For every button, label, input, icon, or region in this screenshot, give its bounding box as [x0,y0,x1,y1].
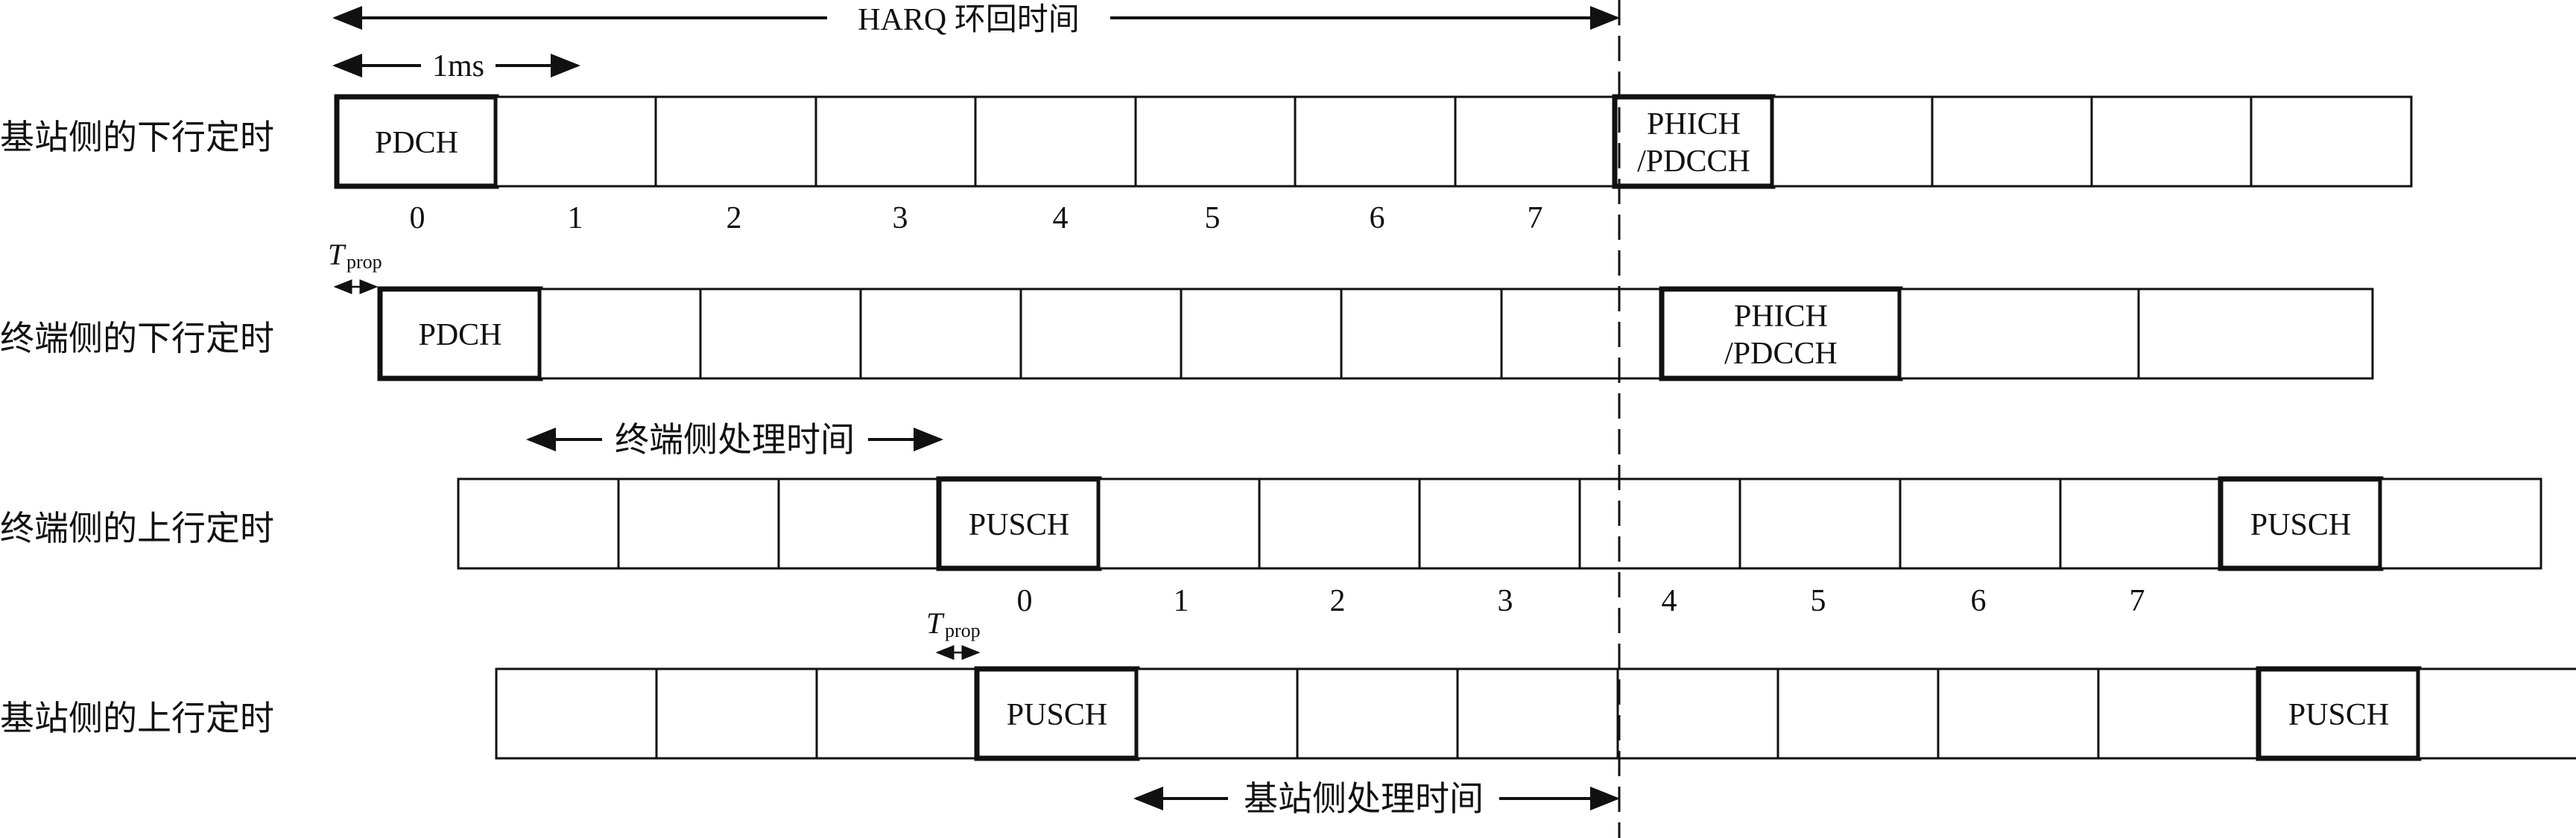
subframe-empty [1098,477,1261,570]
subframe-empty [1616,667,1779,760]
subframe-pdch [334,94,499,189]
subframe-number: 6 [1370,201,1385,235]
subframe-number: 1 [1174,584,1189,618]
row-label-ue-uplink: 终端侧的上行定时 [0,508,274,548]
subframe-number: 0 [410,201,425,235]
row-label-enb-uplink: 基站侧的上行定时 [0,698,274,738]
subframe-empty [2250,95,2413,188]
subframe-number: 0 [1017,584,1033,618]
subframe-label: PHICH [1647,107,1741,142]
subframe-number: 5 [1205,201,1221,235]
subframe-empty [814,95,977,188]
subframe-label: /PDCCH [1637,145,1750,179]
subframe-empty [1931,95,2093,188]
subframe-empty [1258,477,1421,570]
subframe-number: 7 [2130,584,2145,618]
subframe-label: PUSCH [1007,698,1107,732]
subframe-empty [1456,667,1619,760]
row-label-ue-downlink: 终端侧的下行定时 [0,318,274,358]
enb-downlink-subframes: PDCH PHICH/PDCCH [334,94,2413,189]
subframe-empty [1937,667,2100,760]
harq-rtt-arrow: HARQ 环回时间 [332,3,1620,37]
ue-processing-label: 终端侧处理时间 [615,419,855,460]
subframe-empty [2379,477,2542,570]
subframe-empty [1771,95,1934,188]
tprop-uplink-t: T [926,606,945,640]
subframe-number: 5 [1811,584,1826,618]
harq-rtt-label: HARQ 环回时间 [858,3,1080,37]
subframe-empty [699,288,862,380]
subframe-pusch [974,666,1140,761]
tprop-downlink-sub: prop [346,251,382,273]
subframe-empty [457,477,620,570]
ue-uplink-subframes: PUSCH PUSCH [457,476,2542,571]
subframe-empty [1134,95,1297,188]
subframe-empty [1136,667,1299,760]
tprop-downlink: T prop [328,238,382,294]
subframe-empty [617,477,780,570]
subframe-empty [495,95,657,188]
subframe-number: 1 [568,201,583,235]
enb-downlink-subframe-numbers: 0 1 2 3 4 5 6 7 [410,201,1543,235]
subframe-empty [1578,477,1741,570]
ue-downlink-subframes: PDCH PHICH/PDCCH [377,286,2374,381]
subframe-empty [1454,95,1616,188]
subframe-empty [1738,477,1902,570]
row-label-enb-downlink: 基站侧的下行定时 [0,117,274,157]
subframe-empty [1296,667,1459,760]
subframe-empty [2137,288,2374,380]
subframe-empty [1899,477,2062,570]
one-ms-arrow: 1ms [332,49,580,83]
subframe-number: 6 [1971,584,1987,618]
subframe-empty [654,95,817,188]
subframe-empty [1500,288,1663,380]
subframe-empty [974,95,1137,188]
subframe-label: PDCH [375,126,458,160]
subframe-number: 3 [893,201,908,235]
subframe-empty [539,288,702,380]
subframe-empty [2417,667,2576,760]
subframe-empty [2097,667,2260,760]
subframe-number: 4 [1053,201,1069,235]
subframe-empty [655,667,818,760]
enb-processing-arrow: 基站侧处理时间 [1133,778,1620,819]
ue-processing-arrow: 终端侧处理时间 [526,419,943,460]
subframe-empty [495,667,658,760]
subframe-label: PUSCH [969,508,1069,542]
subframe-pusch [936,476,1102,571]
ue-uplink-subframe-numbers: 0 1 2 3 4 5 6 7 [1017,584,2145,618]
subframe-number: 2 [1330,584,1346,618]
subframe-pdch [377,286,543,381]
subframe-label: PUSCH [2250,508,2351,542]
subframe-number: 4 [1662,584,1677,618]
subframe-number: 3 [1498,584,1513,618]
subframe-empty [1776,667,1940,760]
subframe-empty [2059,477,2222,570]
subframe-empty [1019,288,1183,380]
subframe-empty [1340,288,1503,380]
tprop-uplink-sub: prop [945,620,981,641]
one-ms-label: 1ms [432,49,484,83]
subframe-empty [1180,288,1343,380]
subframe-number: 2 [727,201,742,235]
enb-uplink-subframes: PUSCH PUSCH [495,666,2576,761]
subframe-empty [815,667,978,760]
subframe-empty [1418,477,1581,570]
subframe-label: /PDCCH [1724,337,1838,371]
subframe-empty [2090,95,2253,188]
subframe-number: 7 [1528,201,1543,235]
subframe-empty [1294,95,1457,188]
subframe-empty [1899,288,2140,380]
subframe-empty [859,288,1022,380]
subframe-empty [777,477,940,570]
enb-processing-label: 基站侧处理时间 [1244,778,1484,819]
subframe-label: PDCH [418,318,501,352]
subframe-label: PHICH [1734,299,1828,334]
subframe-pusch [2256,666,2422,761]
tprop-uplink: T prop [926,606,981,660]
subframe-phich-pdcch [1612,94,1776,189]
subframe-label: PUSCH [2288,698,2389,732]
tprop-downlink-t: T [328,238,346,271]
